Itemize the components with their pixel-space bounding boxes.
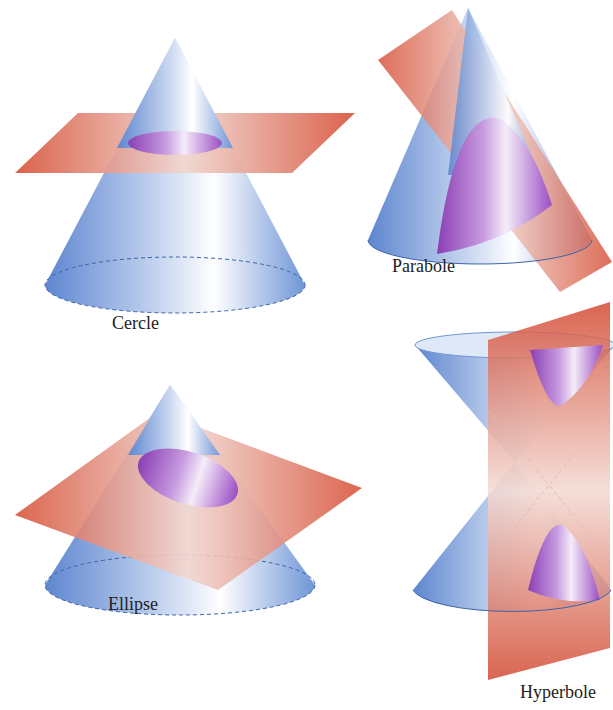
section-label: Hyperbole [520,682,596,703]
parabola-section [368,8,612,292]
section-label: Cercle [112,313,159,334]
hyperbola-section [413,302,613,680]
ellipse-section [15,385,362,615]
circle-section [15,38,355,313]
section-label: Parabole [392,256,455,277]
section-label: Ellipse [108,594,158,615]
